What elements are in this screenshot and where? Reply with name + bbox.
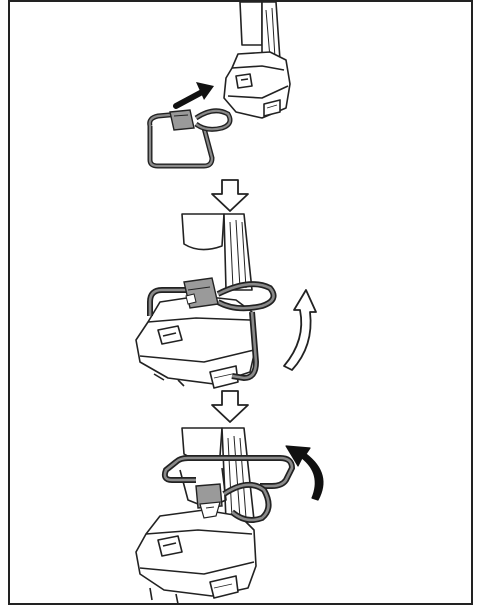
down-arrow-icon-1 (212, 180, 248, 211)
step-1 (150, 2, 290, 166)
wire-bracket-1 (150, 110, 230, 166)
down-arrow-icon-2 (212, 391, 248, 422)
step-2 (136, 214, 316, 388)
rotate-up-arrow-icon (284, 290, 316, 370)
step-3 (136, 428, 323, 604)
push-arrow-icon (176, 82, 214, 106)
tool-body-1 (224, 2, 290, 118)
